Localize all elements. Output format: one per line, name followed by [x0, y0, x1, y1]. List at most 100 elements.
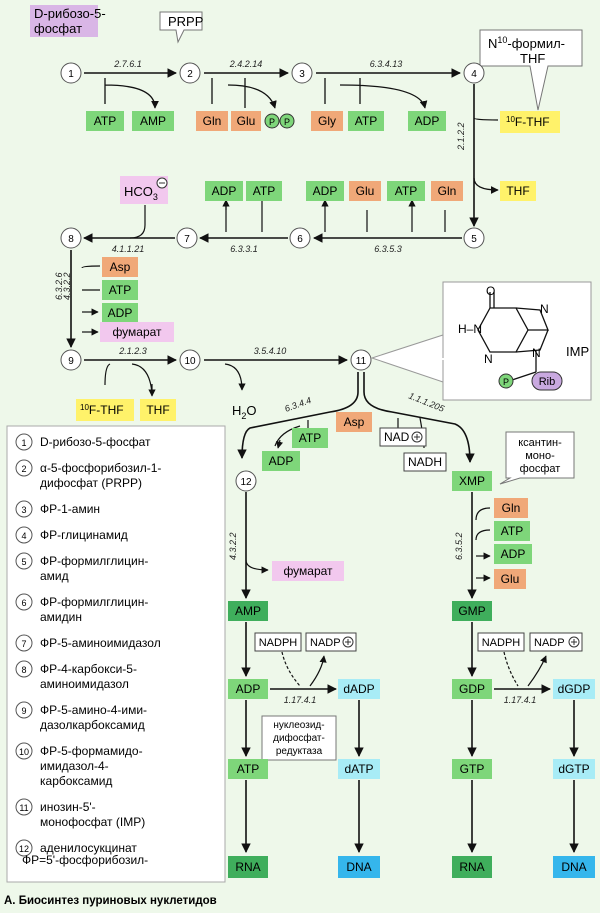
nadph-box-1-label: NADPH	[259, 637, 298, 649]
legend-item-10-line1: ФР-5-формамидо-	[40, 744, 143, 758]
fumarate-box-1	[100, 322, 174, 342]
xanthine-line2: моно-	[525, 450, 555, 462]
ec-2-1-2-3: 2.1.2.3	[118, 346, 147, 356]
xanthine-line1: ксантин-	[518, 437, 562, 449]
imp-atom-n2: N	[540, 302, 549, 316]
nadp-plus-lines-2	[571, 639, 577, 645]
legend-node-4-label: 4	[21, 531, 26, 541]
nucleoside-line3: редуктаза	[276, 746, 323, 757]
legend-item-11-line2: монофосфат (IMP)	[40, 815, 145, 829]
nadph-box-2	[477, 632, 525, 652]
legend-node-9-label: 9	[21, 706, 26, 716]
glu-box-3	[494, 569, 526, 589]
legend-node-5-label: 5	[21, 557, 26, 567]
legend-item-3-line1: ФР-1-амин	[40, 502, 100, 516]
nadph-box-1	[254, 632, 302, 652]
adp-box-1-label: ADP	[415, 114, 440, 128]
glu-box-1	[231, 111, 261, 131]
ec-6-3-4-13: 6.3.4.13	[370, 59, 403, 69]
atp-box-6-label: ATP	[299, 431, 321, 445]
gln-box-2-label: Gln	[438, 184, 457, 198]
xmp-box-label: XMP	[459, 474, 485, 488]
node-3	[291, 62, 313, 84]
ec-1-17-4-1a: 1.17.4.1	[284, 695, 317, 705]
arrow-adp-row4	[276, 439, 284, 449]
node-9	[60, 349, 82, 371]
branch-thf-out	[473, 177, 499, 194]
asp-box-1	[102, 257, 138, 277]
adp-box-4	[102, 303, 138, 323]
dgtp-box	[553, 759, 595, 779]
ec-2-7-6-1: 2.7.6.1	[113, 59, 142, 69]
nadp-box-1-label: NADP	[310, 637, 341, 649]
prpp-callout	[159, 11, 203, 44]
legend-item-7-line1: ФР-5-аминоимидазол	[40, 636, 161, 650]
branch-hco3	[129, 205, 146, 239]
legend-node-10-label: 10	[19, 747, 29, 757]
nadp-box-2-label: NADP	[534, 637, 565, 649]
legend-node-7	[15, 634, 33, 652]
legend-item-5-line2: амид	[40, 569, 69, 583]
rna-box-2-label: RNA	[459, 860, 484, 874]
n10-formyl-thf-callout	[479, 29, 583, 111]
imp-atom-n1: N	[484, 352, 493, 366]
imp-phosphate-icon	[498, 373, 514, 389]
gln-box-2	[431, 181, 463, 201]
nadp-box-1	[305, 632, 357, 652]
dadp-box	[338, 679, 380, 699]
legend-node-4	[15, 526, 33, 544]
ec-2-4-2-14: 2.4.2.14	[229, 59, 263, 69]
branch-gln-atp-in	[475, 507, 491, 541]
node-2-label: 2	[187, 69, 193, 80]
amp-box-2	[228, 601, 268, 621]
phosphate-label-2: P	[284, 117, 290, 127]
arrow-11-xmp	[363, 372, 475, 463]
amp-box-2-label: AMP	[235, 604, 261, 618]
legend-node-12	[15, 839, 33, 857]
f10thf-box-2-label: 10F-THF	[80, 403, 124, 417]
gtp-box	[452, 759, 492, 779]
imp-atom-o: O	[486, 284, 495, 298]
glu-box-1-label: Glu	[237, 114, 256, 128]
node-6-label: 6	[297, 234, 303, 245]
legend-item-9-line2: дазолкарбоксамид	[40, 718, 145, 732]
glu-box-2	[349, 181, 381, 201]
adp-box-4-label: ADP	[108, 306, 133, 320]
amp-box-1	[132, 111, 174, 131]
phosphate-label-1: P	[269, 117, 275, 127]
datp-box-label: dATP	[344, 762, 373, 776]
legend-item-5-line1: ФР-формилглицин-	[40, 554, 148, 568]
atp-box-4-label: ATP	[253, 184, 275, 198]
hco3-label: HCO3	[124, 184, 158, 202]
gtp-box-label: GTP	[460, 762, 485, 776]
xmp-box	[452, 471, 492, 491]
branch-f10thf-in	[473, 117, 499, 121]
legend-node-9	[15, 701, 33, 719]
ec-1-1-1-205: 1.1.1.205	[407, 391, 446, 415]
nadph-box-2-label: NADPH	[482, 637, 521, 649]
branch-fumarate-out-2	[245, 559, 269, 574]
legend-node-6-label: 6	[21, 598, 26, 608]
ec-6-3-2-6: 6.3.2.6	[54, 272, 64, 300]
adp-box-7-label: ADP	[501, 547, 526, 561]
imp-atom-n3: N	[532, 346, 541, 360]
h2o-label: H2O	[232, 403, 257, 421]
ec-6-3-4-4: 6.3.4.4	[283, 395, 312, 414]
legend-item-2-line2: дифосфат (PRPP)	[40, 476, 142, 490]
imp-atom-hn: H–N	[458, 322, 482, 336]
branch-row2-right	[324, 210, 446, 232]
legend-node-8	[15, 660, 33, 678]
gmp-box	[452, 601, 492, 621]
adp-box-5	[262, 451, 300, 471]
atp-box-7	[228, 759, 268, 779]
branch-atp-amp	[104, 78, 155, 108]
dna-box-2-label: DNA	[561, 860, 586, 874]
legend-node-3-label: 3	[21, 505, 26, 515]
thf-box-1-label: THF	[506, 184, 529, 198]
fumarate-box-2	[272, 561, 344, 581]
node-8-label: 8	[68, 234, 74, 245]
legend-item-10-line3: карбоксамид	[40, 774, 112, 788]
datp-box	[338, 759, 380, 779]
asp-box-2	[336, 412, 372, 432]
